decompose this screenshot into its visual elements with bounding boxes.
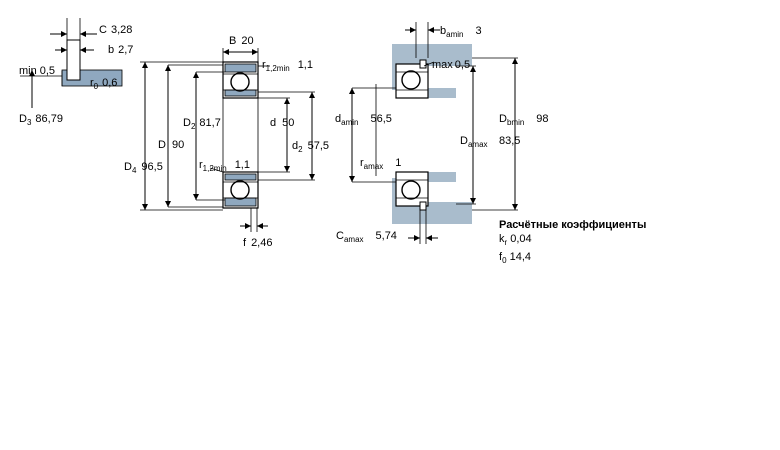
top-outer-ring-shield bbox=[224, 63, 257, 73]
coefficient-kr: kr 0,04 bbox=[499, 233, 532, 248]
value-D-amax: 83,5 bbox=[499, 135, 520, 147]
snap-ring-detail bbox=[20, 18, 123, 108]
coefficient-f0: f0 14,4 bbox=[499, 251, 531, 266]
coefficients-title: Расчётные коэффициенты bbox=[499, 219, 647, 231]
mounting-section bbox=[349, 22, 518, 244]
detail-snap-ring bbox=[66, 39, 81, 81]
top-ball bbox=[230, 72, 250, 92]
bearing-section bbox=[140, 48, 315, 232]
shaft-shoulder-top bbox=[428, 88, 456, 98]
shaft-shoulder-bottom bbox=[428, 172, 456, 182]
label-D-amax: Damax bbox=[460, 135, 488, 149]
calculation-coefficients: Расчётные коэффициенты kr 0,04 f0 14,4 bbox=[499, 218, 646, 268]
bottom-ball bbox=[230, 180, 250, 200]
